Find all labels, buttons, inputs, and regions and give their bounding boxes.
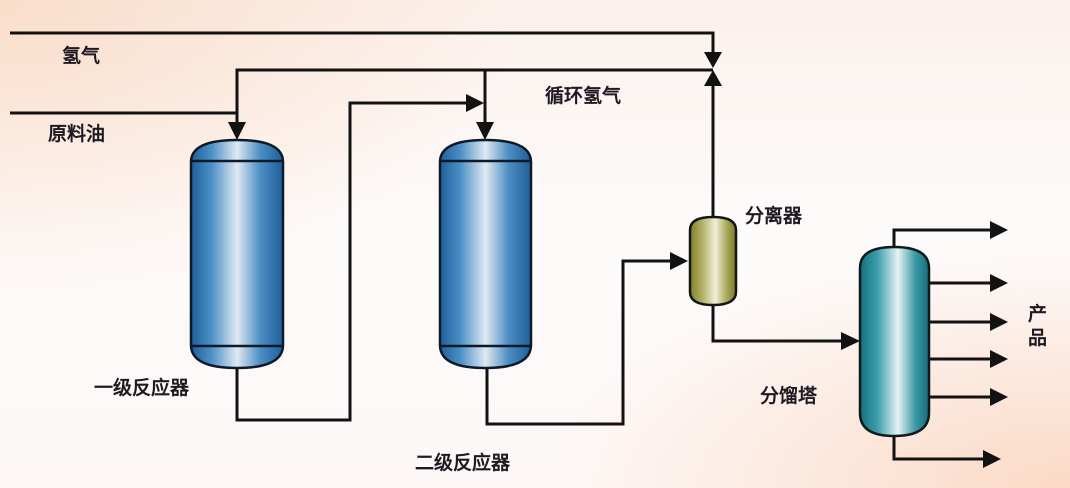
product-arrow-2 (990, 274, 1008, 292)
reactor-2-to-separator-pipe (485, 259, 672, 426)
hydrogen-label: 氢气 (62, 44, 100, 67)
fractionator-inlet-arrow (841, 332, 860, 350)
reactor-2-side-arrow (466, 94, 484, 112)
product-arrow-1 (990, 221, 1008, 239)
reactor-2-inlet-arrow (476, 122, 494, 140)
recycle-hydrogen-label: 循环氢气 (545, 84, 621, 107)
products-label-top: 产 (1028, 302, 1047, 325)
separator[interactable] (688, 215, 738, 307)
product-arrow-5 (990, 388, 1008, 406)
products-label-bottom: 品 (1028, 327, 1047, 349)
product-arrow-6 (983, 450, 1001, 468)
reactor-1[interactable] (189, 138, 285, 370)
reactor-1-inlet-arrow (228, 122, 246, 140)
product-line-1 (892, 228, 992, 248)
separator-inlet-arrow (670, 252, 688, 270)
pipes (10, 31, 1008, 468)
valve-top-arrow (704, 52, 722, 68)
fractionator[interactable] (858, 245, 931, 438)
product-arrow-3 (990, 313, 1008, 331)
fractionator-label: 分馏塔 (760, 384, 818, 407)
separator-liquid-pipe (711, 303, 843, 343)
valve-bottom-arrow (704, 70, 722, 86)
product-arrow-4 (990, 350, 1008, 368)
separator-label: 分离器 (745, 204, 803, 227)
reactor-2-label: 二级反应器 (415, 451, 511, 474)
recycle-hydrogen-header (235, 68, 713, 122)
reactor-1-to-reactor-2-pipe (235, 101, 468, 422)
product-line-6 (892, 434, 985, 461)
hydrogen-pipe (10, 31, 715, 52)
reactor-2[interactable] (438, 138, 533, 370)
reactor-1-label: 一级反应器 (94, 376, 190, 399)
feed-oil-label: 原料油 (48, 122, 105, 145)
